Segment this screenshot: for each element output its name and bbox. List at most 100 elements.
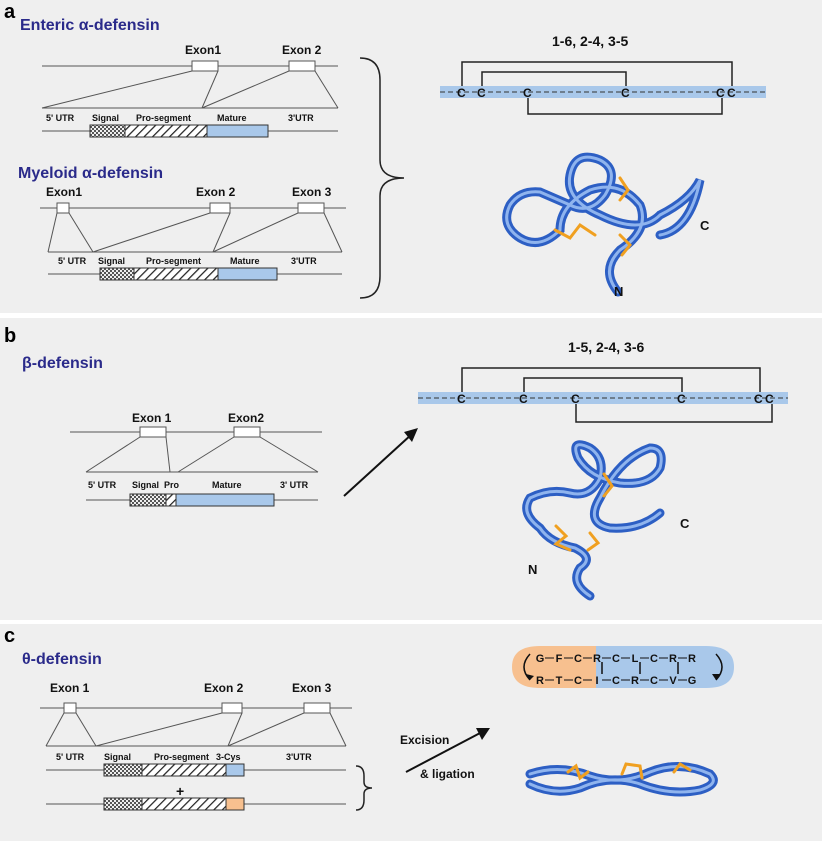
theta-exon2-label: Exon 2 bbox=[204, 681, 244, 695]
panel-a-cys-3: C bbox=[523, 86, 532, 100]
panel-b-cys-1: C bbox=[457, 392, 466, 406]
myeloid-gene-diagram bbox=[40, 202, 346, 275]
beta-pro-label: Pro bbox=[164, 480, 180, 490]
beta-transcript bbox=[129, 493, 275, 507]
enteric-transcript bbox=[89, 124, 269, 138]
theta-exon3-label: Exon 3 bbox=[292, 681, 332, 695]
panel-a-c-terminus: C bbox=[700, 218, 710, 233]
panel-b-arrow bbox=[343, 428, 418, 497]
panel-b-cys-4: C bbox=[677, 392, 686, 406]
theta-title: θ-defensin bbox=[22, 651, 102, 668]
panel-a-cys-5: C bbox=[716, 86, 725, 100]
panel-a-diagram: a Enteric α-defensin Exon1 Exon 2 5' UTR… bbox=[4, 1, 766, 299]
excision-label: Excision bbox=[400, 733, 449, 747]
panel-a-cys-1: C bbox=[457, 86, 466, 100]
enteric-exon1-label: Exon1 bbox=[185, 43, 221, 57]
beta-exon1-label: Exon 1 bbox=[132, 411, 172, 425]
enteric-title: Enteric α-defensin bbox=[20, 17, 160, 34]
sequence-bottom-residue: R bbox=[631, 675, 639, 687]
myeloid-pro-label: Pro-segment bbox=[146, 256, 201, 266]
sequence-top-residue: L bbox=[632, 653, 639, 665]
theta-segment-labels: 5' UTR Signal Pro-segment 3-Cys 3'UTR bbox=[56, 752, 312, 762]
theta-3cys-label: 3-Cys bbox=[216, 752, 241, 762]
panel-a-n-terminus: N bbox=[614, 284, 623, 299]
sequence-top-residue: R bbox=[593, 653, 601, 665]
panel-a-cys-2: C bbox=[477, 86, 486, 100]
enteric-signal-label: Signal bbox=[92, 113, 119, 123]
enteric-exon2-label: Exon 2 bbox=[282, 43, 322, 57]
theta-exon1-label: Exon 1 bbox=[50, 681, 90, 695]
beta-title: β-defensin bbox=[22, 355, 103, 372]
myeloid-3utr-label: 3'UTR bbox=[291, 256, 317, 266]
myeloid-signal-label: Signal bbox=[98, 256, 125, 266]
enteric-5utr-label: 5' UTR bbox=[46, 113, 75, 123]
sequence-top-residue: C bbox=[612, 653, 620, 665]
theta-pro-label: Pro-segment bbox=[154, 752, 209, 762]
panel-b-diagram: b β-defensin Exon 1 Exon2 5' UTR Signal … bbox=[4, 325, 788, 601]
sequence-top-residue: R bbox=[688, 653, 696, 665]
ligation-label: & ligation bbox=[420, 767, 475, 781]
myeloid-title: Myeloid α-defensin bbox=[18, 165, 163, 182]
panel-a-disulfide-map: C C C C C C bbox=[440, 61, 766, 115]
sequence-top-residue: G bbox=[536, 653, 545, 665]
panel-b: b β-defensin Exon 1 Exon2 5' UTR Signal … bbox=[0, 318, 822, 620]
sequence-top-residue: F bbox=[556, 653, 563, 665]
panel-c-brace bbox=[355, 765, 373, 811]
panel-letter-b: b bbox=[4, 325, 16, 347]
panel-c-ribbon-structure bbox=[525, 762, 718, 797]
beta-exon-labels: Exon 1 Exon2 bbox=[132, 411, 264, 425]
panel-b-c-terminus: C bbox=[680, 516, 690, 531]
sequence-top-residue: C bbox=[574, 653, 582, 665]
panel-a-cys-4: C bbox=[621, 86, 630, 100]
myeloid-exon-labels: Exon1 Exon 2 Exon 3 bbox=[46, 185, 332, 199]
sequence-top-residue: R bbox=[669, 653, 677, 665]
enteric-exon-labels: Exon1 Exon 2 bbox=[185, 43, 322, 57]
sequence-bottom-residue: C bbox=[612, 675, 620, 687]
panel-b-cys-6: C bbox=[765, 392, 774, 406]
panel-a-bond-pattern: 1-6, 2-4, 3-5 bbox=[552, 33, 628, 49]
theta-exon-labels: Exon 1 Exon 2 Exon 3 bbox=[50, 681, 332, 695]
enteric-3utr-label: 3'UTR bbox=[288, 113, 314, 123]
beta-signal-label: Signal bbox=[132, 480, 159, 490]
theta-signal-label: Signal bbox=[104, 752, 131, 762]
beta-5utr-label: 5' UTR bbox=[88, 480, 117, 490]
theta-transcript-2 bbox=[103, 797, 245, 811]
enteric-pro-label: Pro-segment bbox=[136, 113, 191, 123]
sequence-top-residue: C bbox=[650, 653, 658, 665]
sequence-bottom-residue: V bbox=[669, 675, 677, 687]
panel-b-bond-pattern: 1-5, 2-4, 3-6 bbox=[568, 339, 644, 355]
panel-a: a Enteric α-defensin Exon1 Exon 2 5' UTR… bbox=[0, 0, 822, 313]
beta-segment-labels: 5' UTR Signal Pro Mature 3' UTR bbox=[88, 480, 309, 490]
myeloid-5utr-label: 5' UTR bbox=[58, 256, 87, 266]
theta-3utr-label: 3'UTR bbox=[286, 752, 312, 762]
panel-b-n-terminus: N bbox=[528, 562, 537, 577]
myeloid-transcript bbox=[99, 267, 278, 281]
theta-transcript-1 bbox=[103, 763, 245, 777]
beta-gene-diagram bbox=[70, 426, 322, 501]
enteric-mature-label: Mature bbox=[217, 113, 247, 123]
myeloid-exon3-label: Exon 3 bbox=[292, 185, 332, 199]
panel-b-cys-5: C bbox=[754, 392, 763, 406]
sequence-bottom-residue: I bbox=[595, 675, 598, 687]
excision-arrow bbox=[405, 728, 490, 773]
myeloid-segment-labels: 5' UTR Signal Pro-segment Mature 3'UTR bbox=[58, 256, 317, 266]
myeloid-mature-label: Mature bbox=[230, 256, 260, 266]
sequence-bottom-residue: R bbox=[536, 675, 544, 687]
panel-b-cys-2: C bbox=[519, 392, 528, 406]
beta-mature-label: Mature bbox=[212, 480, 242, 490]
panel-b-ribbon-structure bbox=[522, 440, 666, 601]
panel-a-ribbon-structure bbox=[502, 152, 705, 297]
sequence-bottom-residue: G bbox=[688, 675, 697, 687]
sequence-bottom-residue: C bbox=[574, 675, 582, 687]
myeloid-exon2-label: Exon 2 bbox=[196, 185, 236, 199]
panel-c: c θ-defensin Exon 1 Exon 2 Exon 3 5' UTR… bbox=[0, 624, 822, 841]
panel-b-cys-3: C bbox=[571, 392, 580, 406]
panel-b-disulfide-map: C C C C C C bbox=[418, 367, 788, 423]
sequence-bottom-residue: T bbox=[556, 675, 563, 687]
enteric-segment-labels: 5' UTR Signal Pro-segment Mature 3'UTR bbox=[46, 113, 314, 123]
panel-c-diagram: c θ-defensin Exon 1 Exon 2 Exon 3 5' UTR… bbox=[4, 625, 734, 811]
beta-3utr-label: 3' UTR bbox=[280, 480, 309, 490]
